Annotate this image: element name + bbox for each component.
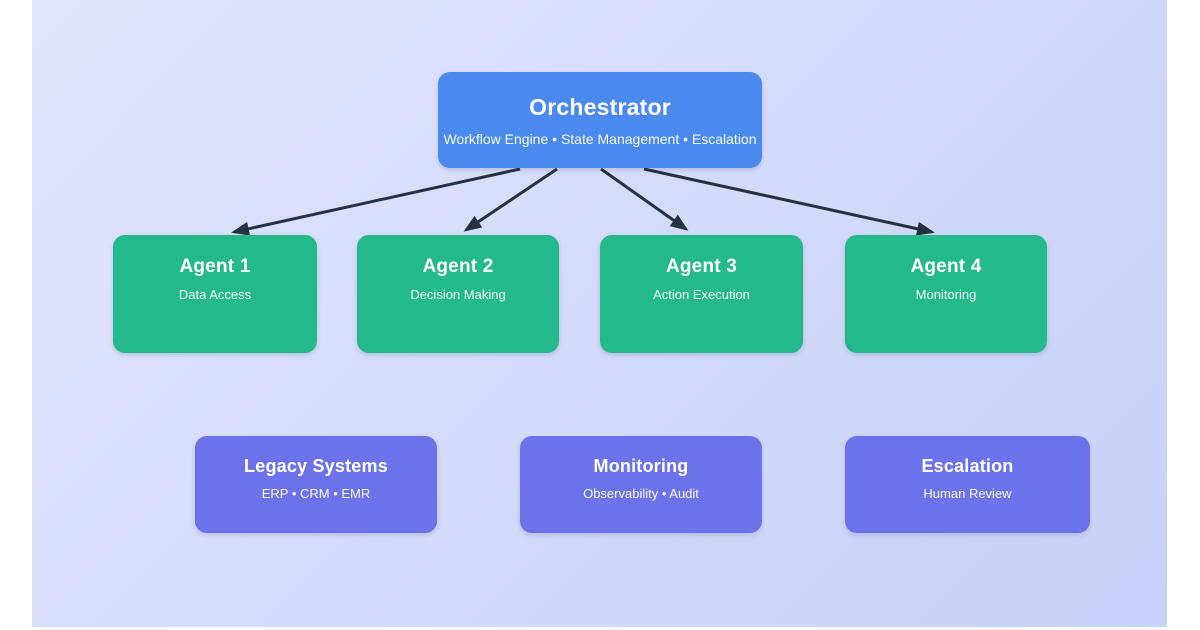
agent-1-subtitle: Data Access: [178, 287, 252, 302]
escalation-title: Escalation: [921, 456, 1014, 476]
agent-2-subtitle: Decision Making: [410, 287, 506, 302]
agent-3-title: Agent 3: [665, 256, 738, 277]
legacy-systems-subtitle: ERP • CRM • EMR: [261, 486, 371, 501]
legacy-systems-title: Legacy Systems: [244, 456, 388, 476]
agent-1-node: Agent 1 Data Access: [113, 235, 317, 353]
monitoring-subtitle: Observability • Audit: [583, 486, 699, 501]
agent-1-title: Agent 1: [179, 256, 251, 277]
agent-3-node: Agent 3 Action Execution: [600, 235, 803, 353]
legacy-systems-node: Legacy Systems ERP • CRM • EMR: [195, 436, 437, 533]
agent-4-title: Agent 4: [910, 256, 982, 277]
agent-2-node: Agent 2 Decision Making: [357, 235, 559, 353]
monitoring-node: Monitoring Observability • Audit: [520, 436, 762, 533]
agent-4-node: Agent 4 Monitoring: [845, 235, 1047, 353]
escalation-node: Escalation Human Review: [845, 436, 1090, 533]
agent-4-subtitle: Monitoring: [915, 287, 977, 302]
agent-3-subtitle: Action Execution: [653, 287, 750, 302]
orchestrator-title: Orchestrator: [529, 94, 671, 120]
escalation-subtitle: Human Review: [923, 486, 1012, 501]
monitoring-title: Monitoring: [593, 456, 689, 476]
orchestrator-node: Orchestrator Workflow Engine • State Man…: [438, 72, 762, 168]
agent-2-title: Agent 2: [422, 256, 494, 277]
orchestrator-subtitle: Workflow Engine • State Management • Esc…: [443, 131, 757, 147]
